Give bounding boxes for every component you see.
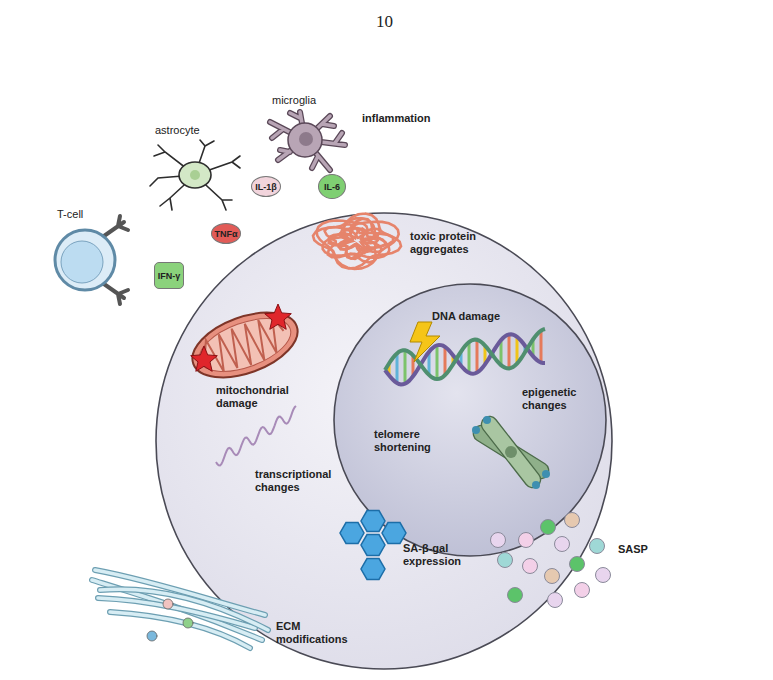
chromosome — [470, 413, 551, 491]
cell-type-label: T-cell — [57, 208, 83, 221]
hexagon — [361, 559, 385, 580]
sasp-dot — [555, 537, 570, 552]
sasp-dot — [548, 593, 563, 608]
astrocyte-cell — [150, 140, 240, 210]
sasp-dot — [596, 568, 611, 583]
sasp-dot — [491, 533, 506, 548]
lightning-bolt — [410, 322, 440, 362]
sa-beta-gal-hexagons — [340, 511, 406, 580]
cytokine-label: TNFα — [214, 229, 237, 239]
base-pair — [468, 342, 471, 373]
ecm-molecule — [147, 631, 157, 641]
rna-strand — [216, 406, 296, 465]
base-pair — [444, 347, 447, 375]
mitochondrion — [184, 300, 307, 390]
dna-strand — [385, 329, 545, 379]
sasp-dot — [523, 559, 538, 574]
ecm-fibre — [110, 612, 250, 648]
microglia-cell — [270, 112, 345, 170]
sasp-dot — [570, 557, 585, 572]
cytokine-bubble: IL-1β — [251, 176, 281, 197]
base-pair — [540, 331, 543, 363]
base-pair — [404, 350, 407, 383]
sasp-dot — [545, 569, 560, 584]
hexagon — [382, 523, 406, 544]
ecm-fibre — [110, 612, 250, 648]
feature-label: SASP — [618, 543, 648, 556]
cytokine-label: IFN-γ — [158, 271, 181, 281]
cytokine-label: IL-1β — [255, 182, 277, 192]
ecm-molecule — [183, 618, 193, 628]
sasp-dot — [519, 533, 534, 548]
sasp-dot — [541, 520, 556, 535]
cytokine-bubble: TNFα — [211, 223, 241, 244]
sasp-dot — [508, 588, 523, 603]
cytokine-bubble: IL-6 — [318, 174, 346, 199]
process-label: inflammation — [362, 112, 430, 125]
feature-label: mitochondrial damage — [216, 384, 312, 410]
dna-helix — [385, 329, 545, 384]
base-pair — [396, 353, 399, 383]
feature-label: epigenetic changes — [522, 386, 596, 412]
feature-label: DNA damage — [432, 310, 522, 323]
aggregate-strand — [340, 229, 378, 254]
cell-type-label: astrocyte — [155, 124, 200, 137]
cell-type-label: microglia — [272, 94, 316, 107]
sasp-factors — [491, 513, 611, 608]
nucleus-outline — [334, 284, 606, 556]
sasp-dot — [565, 513, 580, 528]
base-pair — [436, 345, 439, 379]
sasp-dot — [575, 583, 590, 598]
feature-label: telomere shortening — [374, 428, 454, 454]
damage-star — [265, 304, 292, 329]
feature-label: SA-β-gal expression — [403, 542, 483, 568]
base-pair — [508, 334, 511, 368]
ecm-fibre — [100, 589, 268, 630]
feature-label: transcriptional changes — [255, 468, 351, 494]
damage-star — [191, 346, 218, 371]
protein-aggregate — [313, 214, 401, 270]
base-pair — [476, 340, 479, 373]
hexagon — [361, 511, 385, 532]
t-cell — [55, 216, 128, 304]
sasp-dot — [590, 539, 605, 554]
hexagon — [361, 535, 385, 556]
ecm-fibre — [100, 589, 268, 630]
cytokine-label: IL-6 — [324, 182, 340, 192]
ecm-fibres — [92, 570, 268, 648]
page-number: 10 — [376, 12, 393, 32]
nucleus: DNA damage epigenetic changes telomere sho… — [334, 284, 606, 556]
sasp-dot — [498, 553, 513, 568]
feature-label: ECM modifications — [276, 620, 366, 646]
cytokine-bubble: IFN-γ — [154, 262, 184, 289]
aggregate-strand — [313, 214, 401, 269]
ecm-fibre — [95, 570, 265, 615]
ecm-fibre — [95, 570, 265, 615]
hexagon — [340, 523, 364, 544]
cell: toxic protein aggregates mitochondrial da… — [156, 213, 612, 669]
ecm-molecule — [163, 599, 173, 609]
feature-label: toxic protein aggregates — [410, 230, 502, 256]
